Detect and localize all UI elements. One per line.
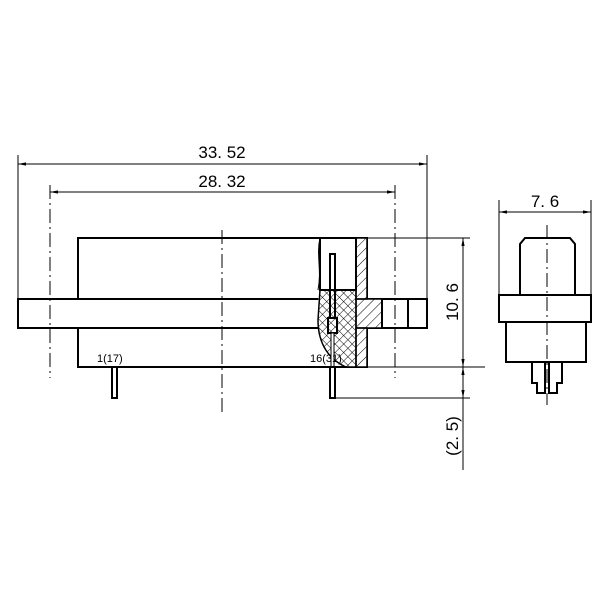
dimension-text: 28. 32	[198, 172, 245, 191]
dimension-text: 33. 52	[198, 143, 245, 162]
side-view	[498, 225, 592, 405]
dimension-33-52: 33. 52	[18, 143, 427, 166]
side-body	[505, 321, 587, 363]
dimension-2-5: (2. 5)	[443, 367, 465, 470]
extension-lines	[17, 155, 485, 415]
side-pin-left	[531, 362, 546, 394]
dimension-7-6: 7. 6	[498, 192, 592, 295]
dimension-text: 10. 6	[443, 283, 462, 321]
section-cutaway	[317, 237, 428, 368]
front-view: 1(17) 16(31)	[17, 237, 428, 399]
pin-label-last: 16(31)	[310, 353, 342, 365]
pin-label-first: 1(17)	[97, 353, 123, 365]
dimension-text: 7. 6	[531, 192, 559, 211]
pin-1	[111, 366, 118, 399]
side-pin-right	[548, 362, 563, 394]
dimension-text: (2. 5)	[443, 416, 462, 456]
dimension-10-6: 10. 6	[443, 238, 465, 367]
side-flange	[498, 294, 592, 323]
dimension-28-32: 28. 32	[50, 172, 395, 194]
pin-16	[329, 366, 336, 399]
